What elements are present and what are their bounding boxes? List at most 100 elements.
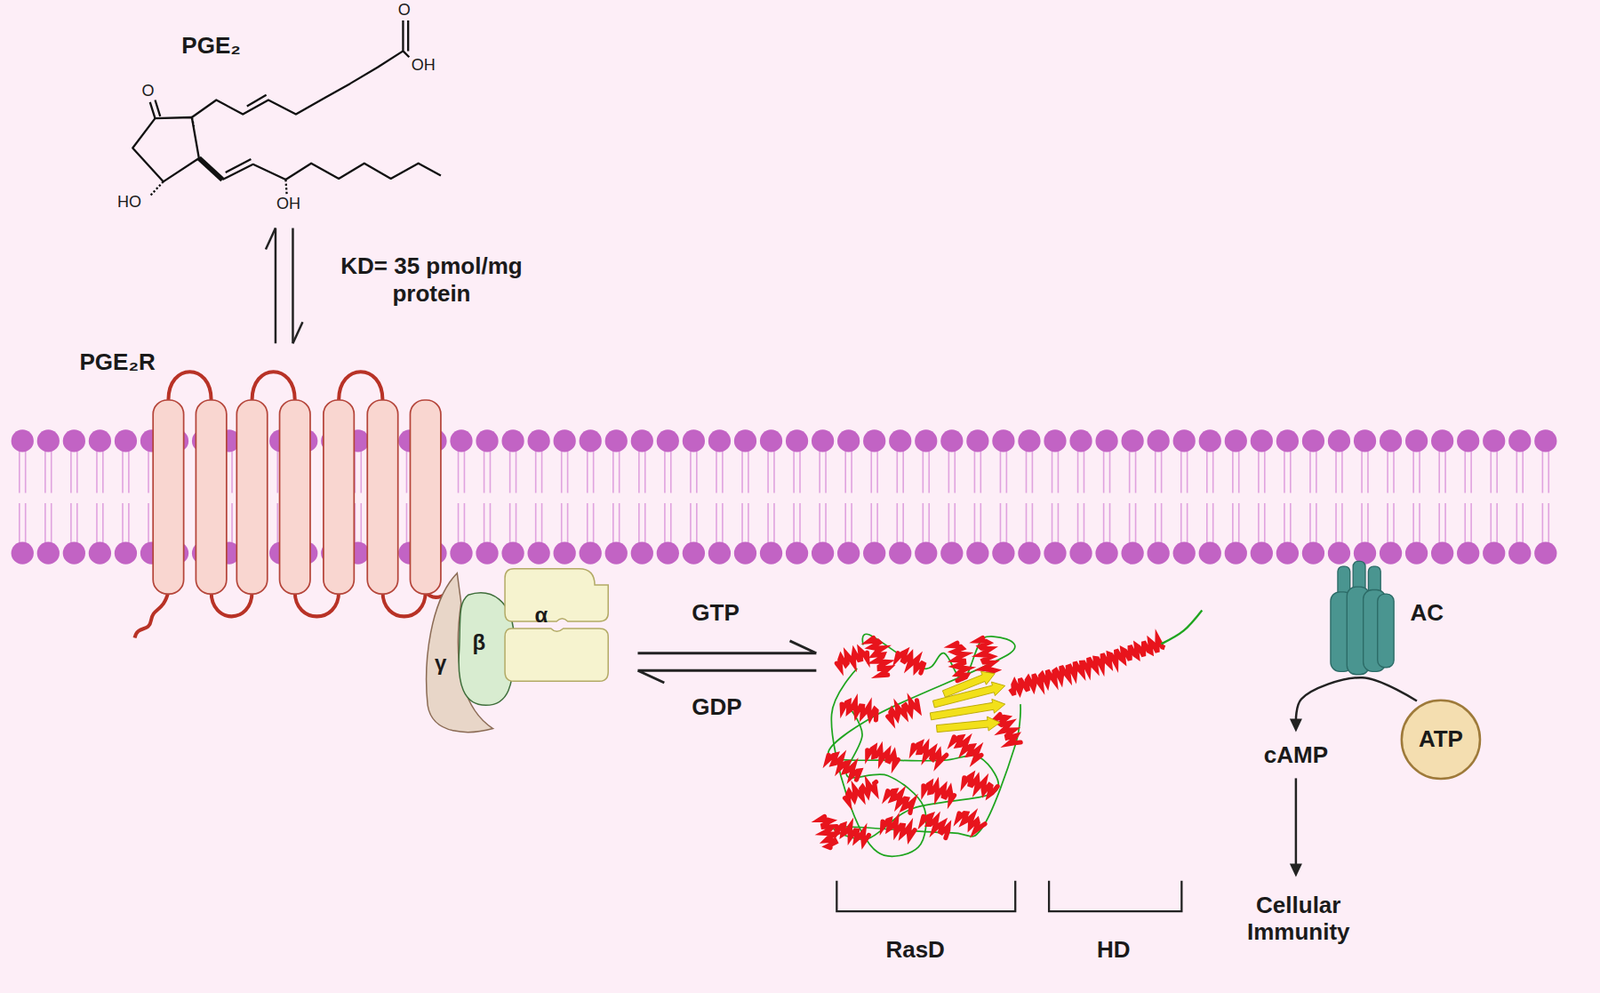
lipid-tail: [1258, 450, 1265, 543]
lipid-tail: [1542, 450, 1549, 543]
lipid-head: [682, 429, 705, 452]
beta-sheet: [929, 698, 1005, 720]
alpha-helix: [921, 815, 949, 838]
nucleotide-label: GTP: [691, 600, 739, 626]
node-text: PGE₂: [181, 32, 240, 60]
equilibrium-arrows: [637, 640, 816, 683]
lipid-head: [1250, 429, 1273, 452]
atp-circle: ATP: [1400, 698, 1482, 781]
node-text: γ: [434, 650, 447, 676]
lipid-tail: [1000, 450, 1007, 543]
atom-label: HO: [117, 193, 142, 212]
lipid-head: [863, 542, 886, 565]
alpha-helix: [826, 754, 860, 780]
node-text: β: [472, 630, 486, 656]
lipid-tail: [1413, 450, 1420, 543]
alpha-helix: [888, 700, 920, 721]
lipid-head: [708, 429, 731, 452]
lipid-head: [631, 542, 654, 565]
adenylyl-cyclase: [1330, 560, 1394, 674]
atom-label: O: [142, 82, 155, 101]
lipid-head: [940, 542, 963, 565]
lipid-head: [1431, 429, 1454, 452]
lipid-tail: [1284, 450, 1291, 543]
lipid-head: [88, 542, 112, 565]
lipid-head: [11, 542, 34, 565]
lipid-head: [992, 429, 1015, 452]
alpha-helix: [886, 790, 914, 813]
lipid-tail: [768, 450, 775, 543]
lipid-head: [656, 429, 680, 452]
alpha-helix: [882, 819, 915, 839]
connector-arrow: [1289, 677, 1417, 732]
lipid-tail: [1387, 450, 1394, 543]
lipid-head: [1456, 542, 1480, 565]
binding-constant: KD= 35 pmol/mg protein: [312, 251, 551, 309]
node-text: PGE₂R: [80, 349, 156, 376]
enzyme-label: AC: [1409, 600, 1444, 626]
lipid-tail: [639, 450, 646, 543]
alpha-helix: [896, 651, 925, 673]
lipid-head: [811, 429, 834, 452]
lipid-head: [1276, 429, 1299, 452]
lipid-tail: [1232, 450, 1240, 543]
lipid-tail: [974, 450, 981, 543]
lipid-tail: [561, 450, 568, 543]
alpha-helix: [836, 649, 867, 669]
lipid-head: [734, 429, 757, 452]
domain-bracket: [836, 880, 1182, 912]
lipid-tail: [742, 450, 749, 543]
lipid-tail: [1104, 450, 1111, 543]
lipid-head: [88, 429, 112, 452]
lipid-head: [11, 429, 34, 452]
lipid-tail: [96, 450, 104, 543]
lipid-head: [605, 542, 628, 565]
lipid-head: [1017, 429, 1040, 452]
lipid-head: [1482, 429, 1505, 452]
alpha-helix: [952, 736, 982, 761]
lipid-tail: [845, 450, 852, 543]
lipid-head: [966, 429, 989, 452]
alpha-helix: [836, 824, 869, 844]
lipid-head: [1302, 429, 1325, 452]
camp-node: cAMP: [1247, 735, 1345, 776]
lipid-head: [1456, 429, 1480, 452]
lipid-head: [631, 429, 654, 452]
lipid-head: [1173, 542, 1196, 565]
molecule-block: PGE₂: [112, 20, 449, 225]
lipid-head: [501, 542, 524, 565]
lipid-head: [553, 429, 576, 452]
loop-region: [1160, 609, 1202, 644]
node-text: Cellular Immunity: [1208, 892, 1388, 946]
lipid-head: [1353, 429, 1376, 452]
lipid-head: [37, 429, 60, 452]
lipid-head: [1147, 542, 1170, 565]
alpha-helix: [841, 701, 877, 720]
lipid-head: [1534, 429, 1557, 452]
lipid-head: [1199, 542, 1222, 565]
node-text: ATP: [1418, 726, 1464, 753]
lipid-head: [1508, 429, 1531, 452]
lipid-head: [1069, 429, 1092, 452]
lipid-head: [1043, 429, 1066, 452]
lipid-head: [1379, 542, 1402, 565]
lipid-tail: [1078, 450, 1085, 543]
lipid-head: [1405, 429, 1428, 452]
lipid-head: [811, 542, 834, 565]
lipid-tail: [948, 450, 955, 543]
lipid-head: [1120, 542, 1144, 565]
lipid-head: [760, 542, 783, 565]
alpha-helix: [963, 775, 998, 795]
lipid-tail: [510, 450, 517, 543]
lipid-head: [1224, 542, 1248, 565]
lipid-head: [1173, 429, 1196, 452]
alpha-helix: [995, 714, 1021, 744]
lipid-tail: [793, 450, 800, 543]
lipid-tail: [1336, 450, 1343, 543]
lipid-tail: [716, 450, 723, 543]
lipid-head: [656, 542, 680, 565]
lipid-head: [1043, 542, 1066, 565]
lipid-head: [1069, 542, 1092, 565]
lipid-head: [837, 542, 860, 565]
